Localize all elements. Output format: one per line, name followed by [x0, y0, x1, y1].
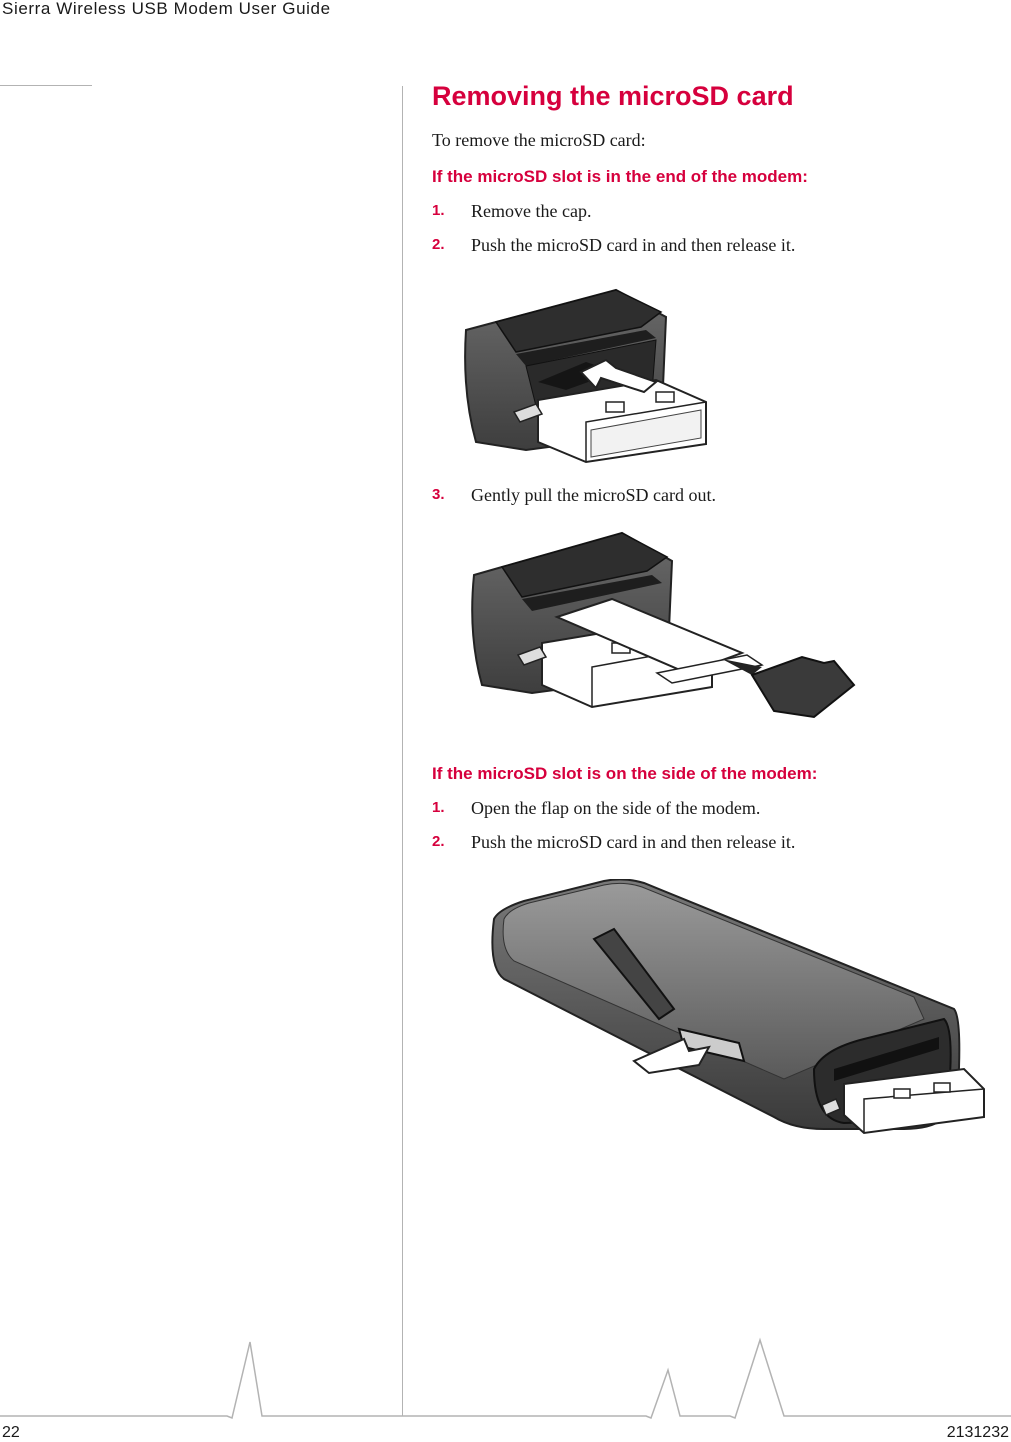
list-item: 2. Push the microSD card in and then rel… [432, 830, 1002, 854]
step-number: 2. [432, 833, 445, 850]
list-item: 1. Remove the cap. [432, 199, 1002, 223]
step-number: 3. [432, 486, 445, 503]
main-content: Removing the microSD card To remove the … [432, 78, 1002, 1149]
end-slot-steps-cont: 3. Gently pull the microSD card out. [432, 483, 1002, 507]
end-slot-heading: If the microSD slot is in the end of the… [432, 167, 808, 186]
side-slot-heading: If the microSD slot is on the side of th… [432, 764, 818, 783]
page-number: 22 [2, 1424, 20, 1441]
list-item: 3. Gently pull the microSD card out. [432, 483, 1002, 507]
side-slot-steps: 1. Open the flap on the side of the mode… [432, 796, 1002, 854]
modem-side-slot-illustration [491, 879, 985, 1135]
modem-end-slot-pull-illustration [471, 531, 856, 719]
step-text: Push the microSD card in and then releas… [471, 235, 796, 255]
document-number: 2131232 [946, 1424, 1009, 1441]
list-item: 1. Open the flap on the side of the mode… [432, 796, 1002, 820]
step-text: Open the flap on the side of the modem. [471, 798, 761, 818]
list-item: 2. Push the microSD card in and then rel… [432, 233, 1002, 257]
running-header: Sierra Wireless USB Modem User Guide [2, 0, 331, 18]
section-title: Removing the microSD card [432, 81, 794, 111]
step-number: 1. [432, 799, 445, 816]
margin-divider [402, 86, 403, 1416]
footer-waveform [0, 1337, 1011, 1420]
step-text: Remove the cap. [471, 201, 592, 221]
step-text: Gently pull the microSD card out. [471, 485, 716, 505]
step-number: 1. [432, 202, 445, 219]
header-rule [0, 85, 92, 86]
step-text: Push the microSD card in and then releas… [471, 832, 796, 852]
step-number: 2. [432, 236, 445, 253]
end-slot-steps: 1. Remove the cap. 2. Push the microSD c… [432, 199, 1002, 257]
modem-end-slot-push-illustration [464, 288, 707, 464]
intro-text: To remove the microSD card: [432, 130, 646, 150]
